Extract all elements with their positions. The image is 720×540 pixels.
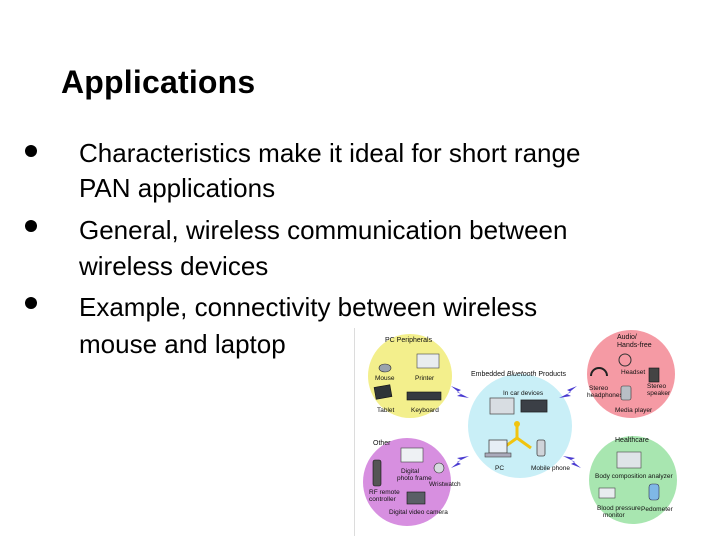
headset-label: Headset — [621, 369, 645, 376]
keyboard-icon — [406, 391, 442, 401]
bullet-3-line-2: mouse and laptop — [79, 329, 286, 359]
analyzer-label: Body composition analyzer — [595, 473, 674, 480]
pedometer-icon — [648, 483, 660, 501]
laptop-icon — [488, 439, 508, 454]
rf-remote-label-1: RF remote — [369, 489, 400, 496]
healthcare-header: Healthcare — [615, 437, 649, 444]
keyboard-label: Keyboard — [411, 407, 439, 414]
bullet-2-line-1: General, wireless communication between — [79, 215, 568, 245]
headset-icon — [618, 353, 632, 367]
bullet-1-line-1: Characteristics make it ideal for short … — [79, 138, 581, 168]
stereo-speaker-label-1: Stereo — [647, 383, 667, 390]
center-pc-label: PC — [495, 465, 504, 472]
media-player-icon — [620, 385, 632, 401]
tablet-label: Tablet — [377, 407, 395, 414]
connector-node — [514, 421, 520, 427]
stereo-speaker-label-2: speaker — [647, 390, 671, 397]
rf-remote-label-2: controller — [369, 496, 397, 503]
car-device-icon — [489, 397, 515, 415]
photo-frame-label-2: photo frame — [397, 475, 432, 482]
laptop-base-icon — [484, 452, 512, 458]
center-mobile-label: Mobile phone — [531, 465, 570, 472]
center-subtitle: In car devices — [503, 390, 544, 397]
bullet-2-line-2: wireless devices — [79, 251, 269, 281]
pedometer-label: Pedometer — [641, 506, 674, 513]
blood-pressure-label-2: monitor — [603, 512, 626, 519]
rf-remote-icon — [372, 459, 382, 487]
tablet-icon — [373, 384, 393, 400]
video-camera-label: Digital video camera — [389, 509, 448, 516]
lightning-icon — [451, 456, 469, 468]
car-stereo-icon — [520, 399, 548, 413]
video-camera-icon — [406, 491, 426, 505]
other-header: Other — [373, 440, 391, 447]
photo-frame-label-1: Digital — [401, 468, 420, 475]
bullet-marker — [25, 145, 37, 157]
photo-frame-icon — [400, 447, 424, 463]
wristwatch-icon — [433, 462, 445, 474]
audio-header-line-2: Hands-free — [617, 342, 652, 349]
stereo-headphones-label-2: headphones — [587, 392, 624, 399]
bullet-1-line-2: PAN applications — [79, 173, 276, 203]
printer-icon — [416, 353, 440, 369]
audio-circle — [587, 330, 675, 418]
diagram-svg: Embedded Bluetooth Products In car devic… — [363, 330, 677, 526]
mobile-phone-icon — [536, 439, 546, 457]
blood-pressure-icon — [598, 487, 616, 499]
lightning-icon — [563, 456, 581, 468]
pc-peripherals-header: PC Peripherals — [385, 337, 433, 344]
printer-label: Printer — [415, 375, 435, 382]
other-circle — [363, 438, 451, 526]
center-title: Embedded Bluetooth Products — [471, 371, 566, 378]
blood-pressure-label-1: Blood pressure — [597, 505, 641, 512]
bullet-3-line-1: Example, connectivity between wireless — [79, 292, 538, 322]
lightning-icon — [451, 386, 469, 398]
lightning-icon — [559, 386, 577, 398]
slide-title: Applications — [61, 64, 256, 100]
healthcare-circle — [589, 436, 677, 524]
headphones-icon — [590, 367, 608, 377]
mouse-label: Mouse — [375, 375, 395, 382]
analyzer-icon — [616, 451, 642, 469]
media-player-label: Media player — [615, 407, 653, 414]
mouse-icon — [378, 363, 392, 373]
bullet-marker — [25, 220, 37, 232]
bullet-marker — [25, 297, 37, 309]
bluetooth-products-diagram: Embedded Bluetooth Products In car devic… — [354, 328, 687, 536]
audio-header-line-1: Audio/ — [617, 334, 637, 341]
wristwatch-label: Wristwatch — [429, 481, 461, 488]
stereo-headphones-label-1: Stereo — [589, 385, 609, 392]
speaker-icon — [648, 367, 660, 383]
